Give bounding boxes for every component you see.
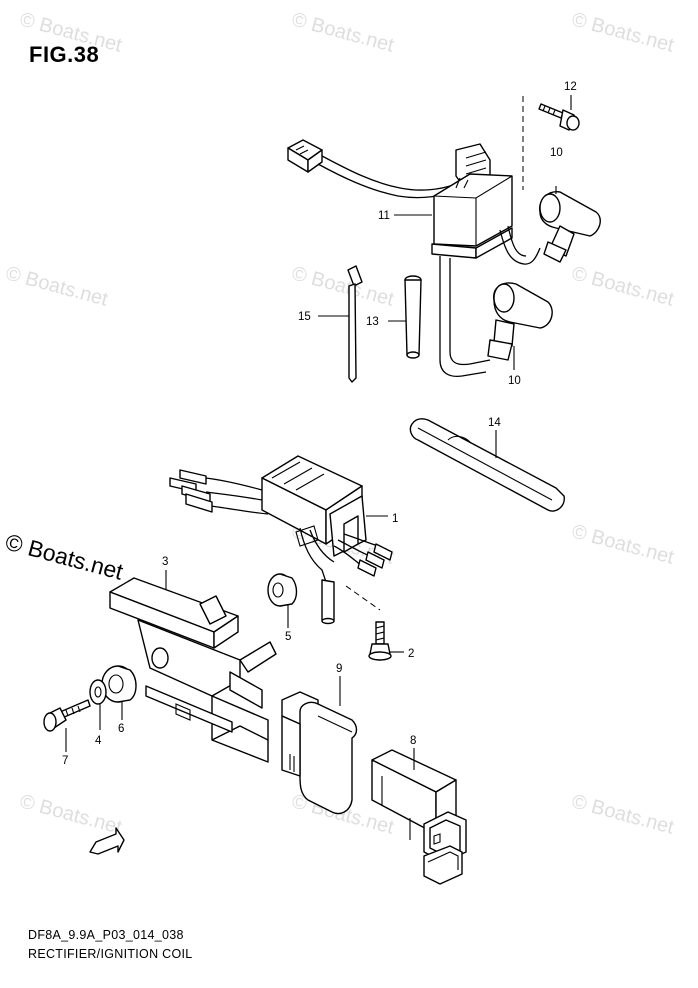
part-number-13[interactable]: 13 [366,316,379,328]
tube-14-drawing [409,418,565,512]
bracket-3-drawing [109,570,277,763]
rectifier-1-drawing [169,455,393,625]
grommet-5-drawing [267,573,298,628]
relay-8-drawing [371,748,467,885]
cable-tie-15-drawing [318,265,363,383]
part-number-10-upper[interactable]: 10 [550,147,563,159]
drawing-name: RECTIFIER/IGNITION COIL [28,947,193,961]
part-number-6[interactable]: 6 [118,723,124,735]
bolt-2-drawing [345,585,404,661]
plug-cap-10-upper-drawing [539,186,601,263]
cover-9-drawing [281,676,358,815]
sleeve-13-drawing [388,275,422,359]
part-number-8[interactable]: 8 [410,735,416,747]
part-number-1[interactable]: 1 [392,513,398,525]
part-number-10-lower[interactable]: 10 [508,375,521,387]
drawing-code: DF8A_9.9A_P03_014_038 [28,928,184,942]
fwd-arrow-icon [89,827,125,855]
figure-title: FIG.38 [29,42,100,67]
part-number-12[interactable]: 12 [564,81,577,93]
part-number-3[interactable]: 3 [162,556,168,568]
part-number-2[interactable]: 2 [408,648,414,660]
washer-4-drawing [89,679,107,730]
fwd-label: FWD [102,838,118,849]
part-number-11[interactable]: 11 [378,210,390,222]
part-number-5[interactable]: 5 [285,631,291,643]
ignition-coil-11-drawing [431,143,541,378]
part-number-7[interactable]: 7 [62,755,68,767]
plug-cap-10-lower-drawing [487,282,553,370]
part-number-14[interactable]: 14 [488,417,501,429]
bolt-7-drawing [43,699,91,752]
part-number-15[interactable]: 15 [298,311,311,323]
coil-connector-drawing [287,139,461,199]
part-number-4[interactable]: 4 [95,735,102,747]
grommet-6-drawing [101,665,137,720]
part-number-9[interactable]: 9 [336,663,342,675]
bolt-12-drawing [522,95,580,190]
